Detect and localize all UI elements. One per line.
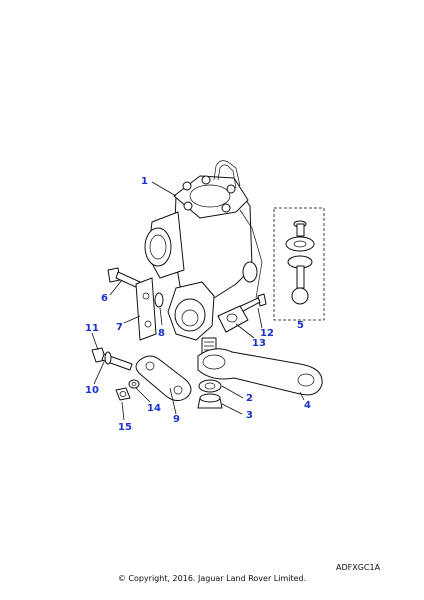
bolt-6 xyxy=(107,267,141,289)
copyright-notice: © Copyright, 2016. Jaguar Land Rover Lim… xyxy=(117,574,307,583)
callout-1: 1 xyxy=(141,176,148,187)
callout-15: 15 xyxy=(118,422,132,433)
bolt-10-11 xyxy=(91,347,133,371)
washer-and-nut xyxy=(197,379,223,409)
callout-6: 6 xyxy=(101,293,108,304)
link-13 xyxy=(217,305,249,333)
callout-3: 3 xyxy=(246,410,253,421)
callout-10: 10 xyxy=(85,385,99,396)
washer-8 xyxy=(154,292,164,308)
callout-8: 8 xyxy=(158,328,165,339)
callout-14: 14 xyxy=(147,403,161,414)
callout-12: 12 xyxy=(260,328,274,339)
callout-2: 2 xyxy=(246,393,253,404)
callout-labels: 1 2 3 4 5 6 7 8 9 10 11 12 13 14 15 xyxy=(85,176,311,433)
steering-box xyxy=(144,160,263,361)
bracket-7 xyxy=(135,277,157,341)
washer-14 xyxy=(128,379,140,389)
callout-7: 7 xyxy=(116,322,123,333)
leader-lines xyxy=(91,181,305,421)
callout-9: 9 xyxy=(173,414,180,425)
diagram-code: ADFXGC1A xyxy=(336,563,381,572)
nut-15 xyxy=(115,387,131,401)
callout-4: 4 xyxy=(304,400,311,411)
drop-arm xyxy=(197,348,323,396)
ball-joint-inset xyxy=(273,207,325,321)
callout-5: 5 xyxy=(297,320,304,331)
callout-13: 13 xyxy=(252,338,266,349)
link-plate-9 xyxy=(135,355,192,402)
callout-11: 11 xyxy=(85,323,99,334)
